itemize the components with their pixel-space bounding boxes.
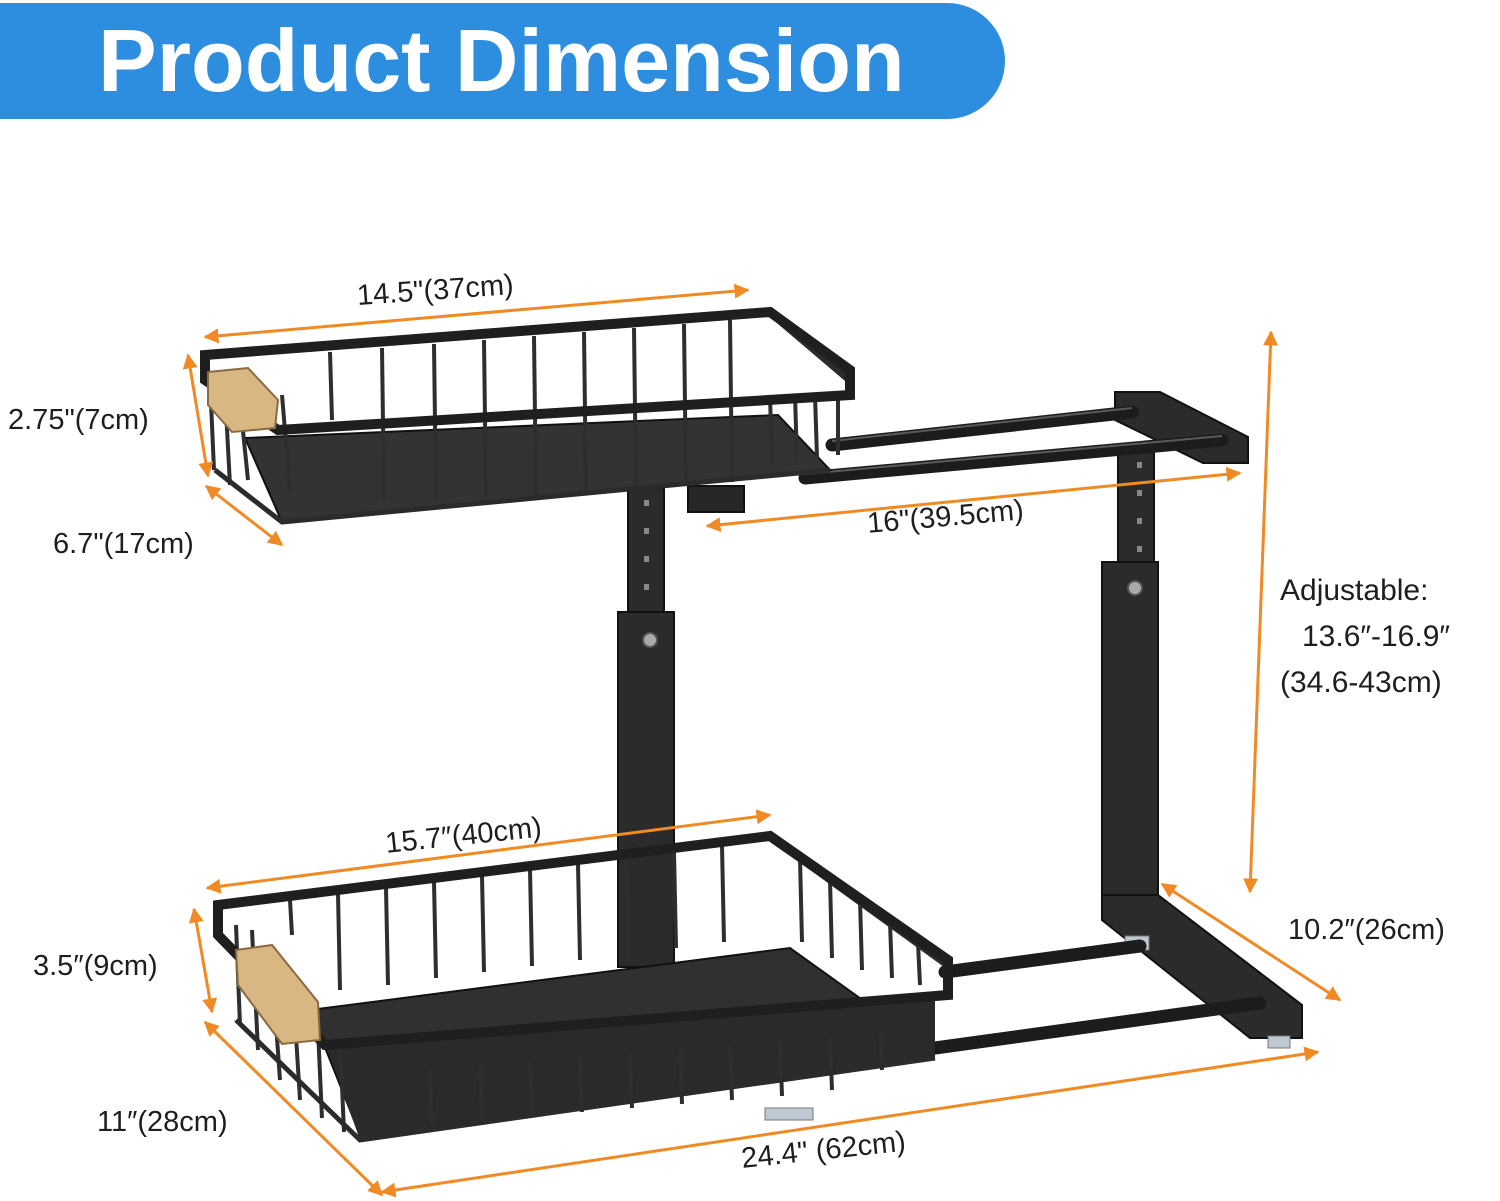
frame-depth-label: 10.2″(26cm) [1288, 914, 1445, 946]
adjustable-imperial: 13.6″-16.9″ [1302, 620, 1451, 653]
title-banner: Product Dimension [0, 3, 1005, 119]
bottom-basket-height-label: 3.5″(9cm) [33, 950, 158, 982]
page-title: Product Dimension [98, 11, 905, 110]
top-basket-depth-label: 6.7"(17cm) [53, 528, 194, 560]
dimension-arrows [182, 283, 1342, 1198]
adjustable-height-label: Adjustable: 13.6″-16.9″ (34.6-43cm) [1280, 568, 1450, 706]
foot-pad [764, 1107, 814, 1121]
bottom-basket [213, 830, 953, 1143]
rail-bracket [687, 485, 745, 513]
top-basket [200, 306, 855, 525]
foot-pad [1267, 1035, 1291, 1049]
lower-rails [928, 939, 1267, 1055]
adjustable-title: Adjustable: [1280, 574, 1429, 607]
wooden-handle [207, 366, 280, 434]
bottom-basket-depth-label: 11″(28cm) [97, 1106, 228, 1138]
adjustable-metric: (34.6-43cm) [1280, 666, 1442, 699]
top-basket-height-label: 2.75"(7cm) [8, 404, 149, 436]
center-post [617, 487, 675, 968]
